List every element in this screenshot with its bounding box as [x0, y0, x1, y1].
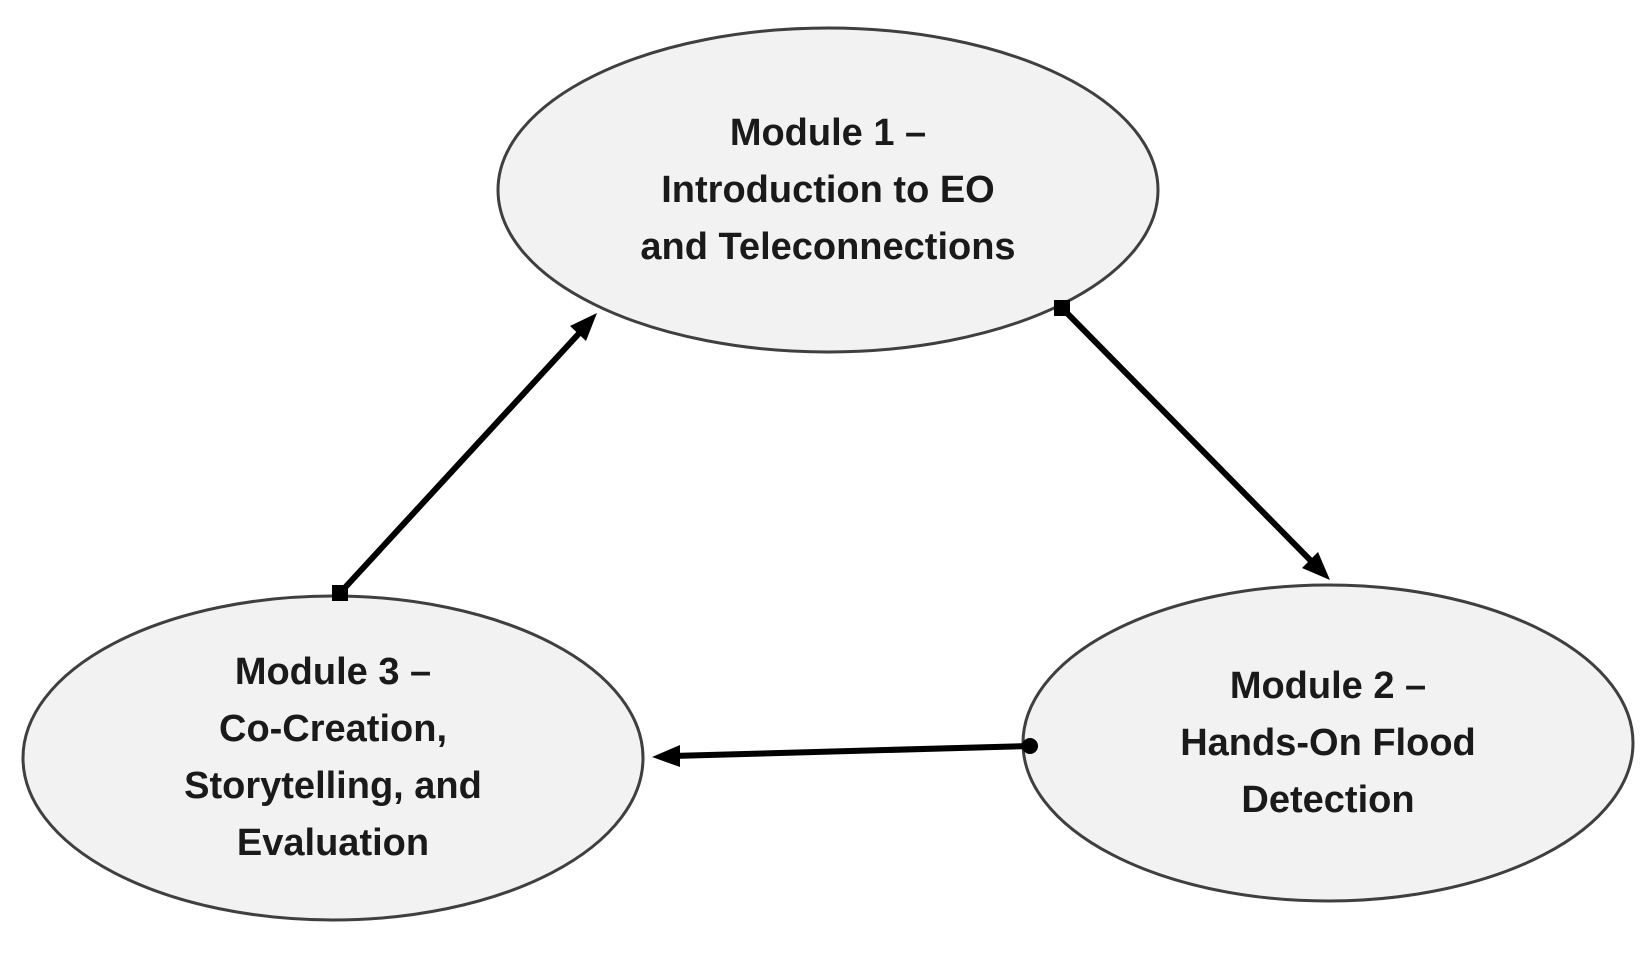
arrow-shaft [337, 325, 587, 596]
node-module1-ellipse [496, 26, 1160, 354]
node-module3-ellipse [21, 594, 645, 922]
arrow-shaft [671, 743, 1031, 759]
arrow-module1-to-module2 [1054, 300, 1330, 580]
arrow-shaft [1059, 305, 1319, 569]
arrow-module2-to-module3 [652, 738, 1038, 767]
arrowhead-icon [652, 745, 680, 767]
node-module2-ellipse [1021, 583, 1635, 903]
arrowhead-icon [570, 313, 597, 341]
arrow-module3-to-module1 [332, 313, 597, 601]
arrowhead-icon [1302, 552, 1330, 580]
